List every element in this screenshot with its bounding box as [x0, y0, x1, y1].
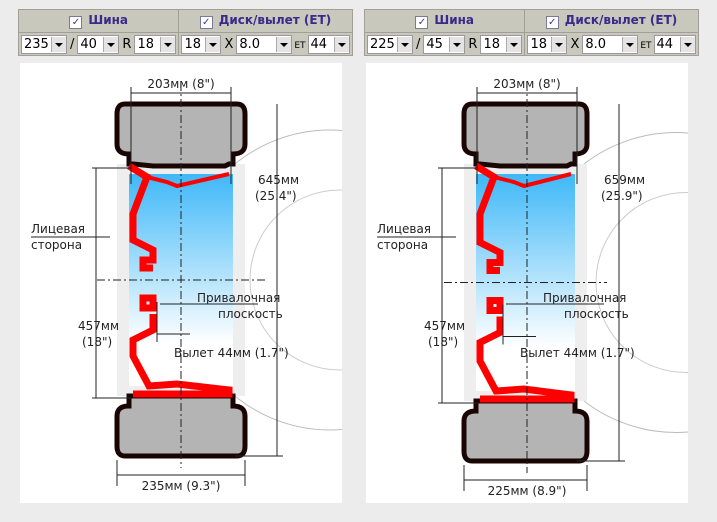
mount-plane-label-1: Привалочная	[543, 291, 626, 305]
face-side-label-2: сторона	[377, 238, 428, 252]
disk-size-selects: 18 X 8.0 ET 44	[524, 32, 699, 56]
mount-plane-label-2: плоскость	[218, 307, 283, 321]
tire-checkbox[interactable]: ✓	[69, 16, 83, 29]
mount-plane-label-2: плоскость	[564, 307, 629, 321]
disk-width-select[interactable]: 8.0	[236, 34, 293, 54]
tire-profile-select[interactable]: 40	[77, 34, 120, 54]
chevron-down-icon[interactable]	[103, 36, 119, 52]
rim-profile	[127, 163, 233, 398]
tire-checkbox[interactable]: ✓	[415, 16, 429, 29]
rim-top-edge	[493, 172, 572, 189]
disk-size-selects: 18 X 8.0 ET 44	[178, 32, 353, 56]
rim-width-label: 203мм (8")	[147, 77, 214, 91]
rim-top-edge	[146, 172, 230, 189]
chevron-down-icon[interactable]	[160, 36, 176, 52]
disk-checkbox[interactable]: ✓	[199, 16, 213, 29]
chevron-down-icon[interactable]	[333, 36, 349, 52]
disk-diameter-select-value: 18	[184, 36, 201, 52]
disk-header-label: Диск/вылет (ET)	[564, 13, 678, 27]
tire-header: ✓ Шина	[363, 9, 526, 33]
rim-diameter-mm-label: 457мм	[424, 319, 465, 333]
tire-header-label: Шина	[434, 13, 475, 27]
disk-width-select-value: 8.0	[239, 36, 261, 52]
chevron-down-icon[interactable]	[276, 36, 292, 52]
outer-diameter-in-label: (25.4")	[255, 189, 297, 203]
disk-checkbox[interactable]: ✓	[545, 16, 559, 29]
tire-top	[461, 101, 590, 169]
tire-profile-select-value: 45	[426, 36, 443, 52]
chevron-down-icon[interactable]	[679, 36, 695, 52]
size-controls: ✓ Шина ✓ Диск/вылет (ET) 235 / 40 R 18 18 X 8.0 E…	[17, 9, 353, 56]
rim-diameter-in-label: (18")	[428, 335, 458, 349]
disk-diameter-select[interactable]: 18	[181, 34, 222, 54]
chevron-down-icon[interactable]	[551, 36, 567, 52]
size-controls: ✓ Шина ✓ Диск/вылет (ET) 225 / 45 R 18 18 X 8.0 E…	[363, 9, 699, 56]
disk-diameter-select[interactable]: 18	[527, 34, 568, 54]
et-label: ET	[294, 40, 306, 51]
face-side-label-1: Лицевая	[377, 222, 431, 236]
x-label: X	[570, 36, 580, 52]
tire-width-select[interactable]: 235	[21, 34, 67, 54]
tire-size-selects: 235 / 40 R 18	[17, 32, 180, 56]
disk-header: ✓ Диск/вылет (ET)	[178, 9, 353, 33]
chevron-down-icon[interactable]	[622, 36, 638, 52]
tire-width-label: 235мм (9.3")	[142, 479, 221, 493]
tire-width-select-value: 225	[370, 36, 395, 52]
chevron-down-icon[interactable]	[397, 36, 412, 52]
slash-label: /	[70, 36, 75, 52]
et-select-value: 44	[310, 36, 328, 52]
rim-diameter-mm-label: 457мм	[78, 319, 119, 333]
et-select-value: 44	[656, 36, 674, 52]
outer-diameter-mm-label: 659мм	[604, 173, 645, 187]
et-select[interactable]: 44	[307, 34, 350, 54]
et-label: ET	[640, 40, 652, 51]
tire-radius-select-value: 18	[137, 36, 154, 52]
face-side-label-2: сторона	[31, 238, 82, 252]
chevron-down-icon[interactable]	[51, 36, 66, 52]
disk-header: ✓ Диск/вылет (ET)	[524, 9, 699, 33]
wheel-svg: 203мм (8") 645мм (25.4") 457мм (18") Лицев…	[31, 77, 481, 493]
wheel-diagram-1: 203мм (8") 645мм (25.4") 457мм (18") Лицев…	[20, 63, 481, 503]
mount-plane-label-1: Привалочная	[197, 291, 280, 305]
wheel-svg: 203мм (8") 659мм (25.9") 457мм (18") Лицев…	[377, 77, 717, 498]
tire-radius-select-value: 18	[483, 36, 500, 52]
tire-header-label: Шина	[88, 13, 129, 27]
tire-radius-select[interactable]: 18	[134, 34, 177, 54]
x-label: X	[224, 36, 234, 52]
tire-radius-select[interactable]: 18	[480, 34, 523, 54]
chevron-down-icon[interactable]	[506, 36, 522, 52]
offset-label: Вылет 44мм (1.7")	[520, 346, 635, 360]
disk-width-select-value: 8.0	[585, 36, 607, 52]
face-side-label-1: Лицевая	[31, 222, 85, 236]
tire-profile-select[interactable]: 45	[423, 34, 466, 54]
rim-profile	[474, 163, 575, 403]
offset-label: Вылет 44мм (1.7")	[174, 346, 289, 360]
tire-width-label: 225мм (8.9")	[488, 484, 567, 498]
disk-header-label: Диск/вылет (ET)	[218, 13, 332, 27]
wheel-diagram-2: 203мм (8") 659мм (25.9") 457мм (18") Лицев…	[366, 63, 717, 503]
rim-width-label: 203мм (8")	[493, 77, 560, 91]
r-label: R	[468, 36, 478, 52]
rim-diameter-in-label: (18")	[82, 335, 112, 349]
slash-label: /	[416, 36, 421, 52]
tire-size-selects: 225 / 45 R 18	[363, 32, 526, 56]
tire-bottom	[461, 398, 590, 464]
tire-width-select-value: 235	[24, 36, 49, 52]
chevron-down-icon[interactable]	[205, 36, 221, 52]
et-select[interactable]: 44	[653, 34, 696, 54]
outer-diameter-mm-label: 645мм	[258, 173, 299, 187]
tire-header: ✓ Шина	[17, 9, 180, 33]
r-label: R	[122, 36, 132, 52]
chevron-down-icon[interactable]	[449, 36, 465, 52]
wheel-panel-2: ✓ Шина ✓ Диск/вылет (ET) 225 / 45 R 18 18 X 8.0 E…	[363, 9, 699, 56]
disk-diameter-select-value: 18	[530, 36, 547, 52]
outer-diameter-in-label: (25.9")	[601, 189, 643, 203]
wheel-panel-1: ✓ Шина ✓ Диск/вылет (ET) 235 / 40 R 18 18 X 8.0 E…	[17, 9, 353, 56]
tire-profile-select-value: 40	[80, 36, 97, 52]
tire-width-select[interactable]: 225	[367, 34, 413, 54]
disk-width-select[interactable]: 8.0	[582, 34, 639, 54]
